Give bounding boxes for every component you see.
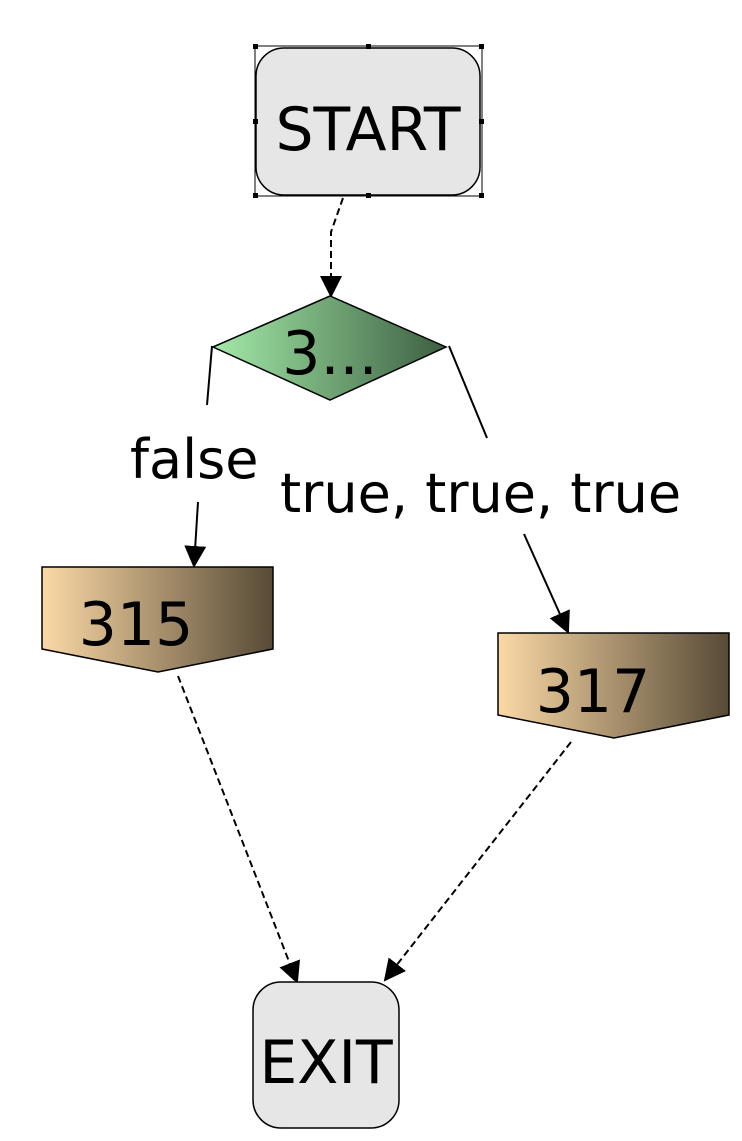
edge-315-to-exit xyxy=(177,675,301,984)
edge-label-true: true, true, true xyxy=(280,462,681,525)
resize-handle-top-left[interactable] xyxy=(253,44,258,49)
edge-decision-to-315 xyxy=(206,345,213,406)
block-317-label: 317 xyxy=(536,657,651,727)
node-block-315[interactable]: 315 xyxy=(41,566,274,673)
edges xyxy=(177,197,572,984)
exit-node-shape xyxy=(252,981,400,1129)
resize-handle-bottom[interactable] xyxy=(366,193,371,198)
resize-handle-top[interactable] xyxy=(366,44,371,49)
edge-start-to-decision xyxy=(320,197,344,298)
edge-decision-to-317-lower xyxy=(523,533,570,634)
block-317-shape xyxy=(497,632,730,739)
resize-handle-bottom-left[interactable] xyxy=(253,193,258,198)
selection-handles[interactable] xyxy=(253,44,484,198)
resize-handle-bottom-right[interactable] xyxy=(479,193,484,198)
edge-317-to-exit xyxy=(383,741,572,982)
edge-decision-to-315-lower xyxy=(184,501,207,568)
start-node-label: START xyxy=(275,95,460,165)
resize-handle-top-right[interactable] xyxy=(479,44,484,49)
block-315-label: 315 xyxy=(79,590,194,660)
block-315-shape xyxy=(41,566,274,673)
edge-label-false: false xyxy=(130,428,258,491)
resize-handle-right[interactable] xyxy=(479,119,484,124)
edge-decision-to-317 xyxy=(448,345,488,439)
node-start[interactable]: START xyxy=(253,44,484,198)
decision-node-shape xyxy=(211,295,448,401)
exit-node-label: EXIT xyxy=(259,1028,393,1098)
decision-node-label: 3... xyxy=(282,319,377,389)
node-decision[interactable]: 3... xyxy=(211,295,448,401)
node-exit[interactable]: EXIT xyxy=(252,981,400,1129)
resize-handle-left[interactable] xyxy=(253,119,258,124)
node-block-317[interactable]: 317 xyxy=(497,632,730,739)
